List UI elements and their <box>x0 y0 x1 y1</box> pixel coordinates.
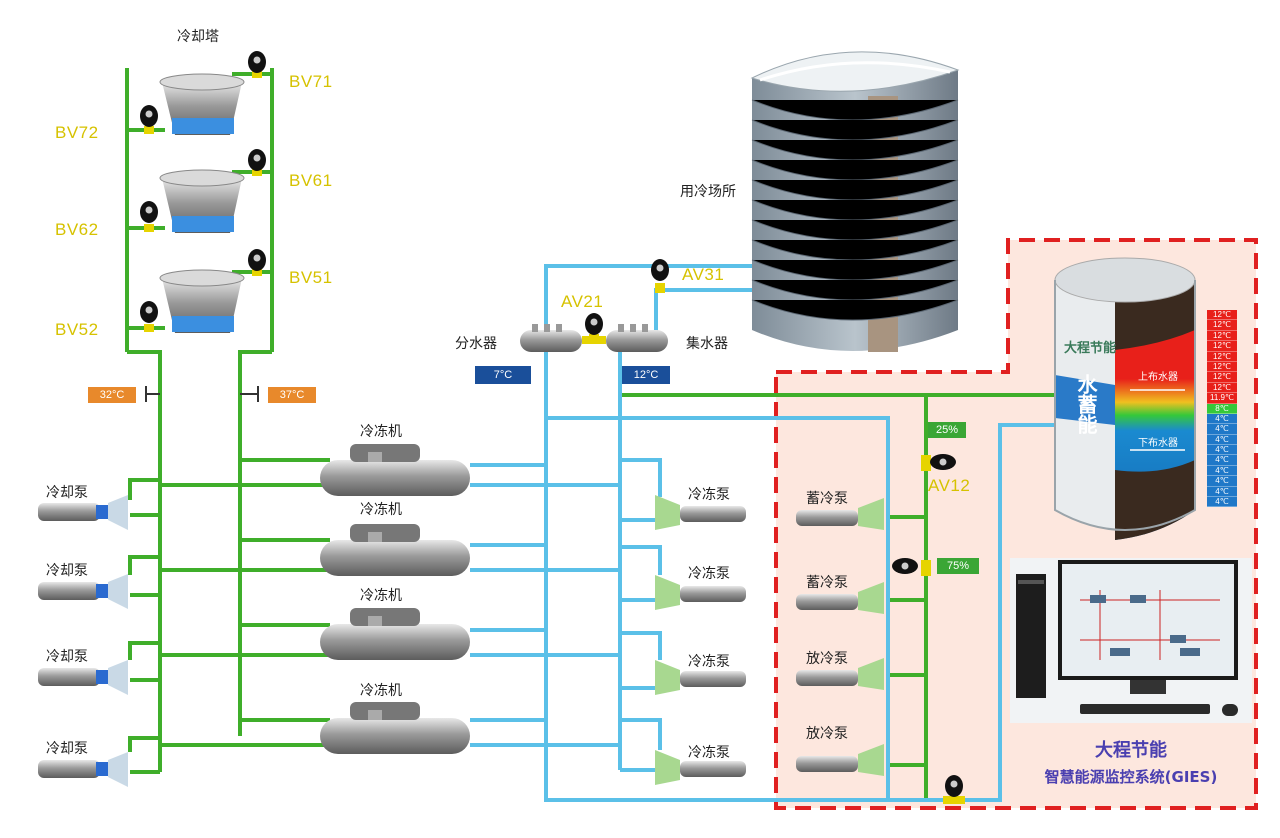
tank-temp-cell: 4℃ <box>1207 486 1237 498</box>
valve-lower-percent-tag: 75% <box>937 558 979 574</box>
chilled-pump-1 <box>655 495 746 530</box>
cooling-site-label: 用冷场所 <box>680 184 736 200</box>
supply-manifold-label: 分水器 <box>455 336 497 352</box>
valve-bv51-label: BV51 <box>289 268 333 287</box>
valve-bv71-icon <box>248 51 266 78</box>
chilled-pump-4 <box>655 750 746 785</box>
cooling-pump-1-label: 冷却泵 <box>46 485 88 501</box>
chiller-4-label: 冷冻机 <box>360 683 402 699</box>
valve-bv52-icon <box>140 301 158 332</box>
tank-temp-cell: 12℃ <box>1207 310 1237 321</box>
cw-return-temp-tag: 37°C <box>268 387 316 403</box>
tank-temp-cell: 12℃ <box>1207 382 1237 394</box>
valve-av21-label: AV21 <box>561 292 604 311</box>
chilled-pump-3-label: 冷冻泵 <box>688 654 730 670</box>
chw-return-temp-tag: 12°C <box>622 366 670 384</box>
cooling-pump-3-label: 冷却泵 <box>46 649 88 665</box>
tank-temp-cell: 12℃ <box>1207 372 1237 383</box>
upper-diffuser-label: 上布水器 <box>1138 372 1178 383</box>
valve-bv71-label: BV71 <box>289 72 333 91</box>
tank-temp-cell: 4℃ <box>1207 476 1237 487</box>
brand-company-name: 大程节能 <box>1095 740 1167 761</box>
chiller-4 <box>320 702 470 754</box>
cooling-tower-2 <box>159 169 245 233</box>
chiller-1 <box>320 444 470 496</box>
valve-av31-icon <box>651 259 669 293</box>
valve-bv61-label: BV61 <box>289 171 333 190</box>
valve-av12-icon <box>921 454 956 471</box>
storage-pump-2 <box>796 582 884 614</box>
tank-temp-cell: 8℃ <box>1207 403 1237 414</box>
chilled-pump-3 <box>655 660 746 695</box>
tank-temp-cell: 12℃ <box>1207 320 1237 331</box>
cooling-tower-1 <box>159 73 245 135</box>
discharge-pump-1-label: 放冷泵 <box>806 651 848 667</box>
cooling-pump-2-label: 冷却泵 <box>46 563 88 579</box>
tank-name-label: 水蓄能 <box>1074 374 1098 434</box>
chiller-3-label: 冷冻机 <box>360 588 402 604</box>
tank-temp-cell: 12℃ <box>1207 351 1237 362</box>
building-image <box>750 51 960 352</box>
tank-temp-cell: 12℃ <box>1207 330 1237 342</box>
tank-temp-cell: 4℃ <box>1207 434 1237 446</box>
cw-supply-temp-tag: 32°C <box>88 387 136 403</box>
return-manifold-label: 集水器 <box>686 336 728 352</box>
return-manifold <box>606 324 668 352</box>
storage-zone-border <box>774 238 1258 810</box>
valve-bv52-label: BV52 <box>55 320 99 339</box>
storage-pump-1-label: 蓄冷泵 <box>806 491 848 507</box>
chilled-pump-1-label: 冷冻泵 <box>688 487 730 503</box>
cooling-pump-1 <box>38 495 128 530</box>
tank-temp-cell: 4℃ <box>1207 455 1237 466</box>
valve-bottom-icon <box>943 775 965 804</box>
tank-temp-cell: 4℃ <box>1207 465 1237 477</box>
valve-bv51-icon <box>248 249 266 276</box>
cooling-pump-3 <box>38 660 128 695</box>
cooling-tower-3 <box>159 269 245 333</box>
valve-upper-percent-tag: 25% <box>928 422 966 438</box>
tank-temp-cell: 12℃ <box>1207 341 1237 352</box>
valve-bv61-icon <box>248 149 266 176</box>
storage-pump-1 <box>796 498 884 530</box>
valve-av12-label: AV12 <box>928 476 971 495</box>
temp-sensors <box>145 386 259 402</box>
discharge-pump-2-label: 放冷泵 <box>806 726 848 742</box>
lower-diffuser-label: 下布水器 <box>1138 438 1178 449</box>
tank-temp-cell: 4℃ <box>1207 424 1237 435</box>
discharge-pump-1 <box>796 658 884 690</box>
supply-manifold <box>520 324 582 352</box>
cooling-tower-label: 冷却塔 <box>177 29 219 45</box>
valve-bv72-icon <box>140 105 158 134</box>
cooling-pump-4-label: 冷却泵 <box>46 741 88 757</box>
valve-bv62-icon <box>140 201 158 232</box>
chw-supply-temp-tag: 7°C <box>475 366 531 384</box>
monitoring-computer-image <box>1010 558 1252 723</box>
valve-av31-label: AV31 <box>682 265 725 284</box>
valve-bv62-label: BV62 <box>55 220 99 239</box>
discharge-pump-2 <box>796 744 884 776</box>
brand-system-name: 智慧能源监控系统(GIES) <box>1044 768 1218 786</box>
chiller-2-label: 冷冻机 <box>360 502 402 518</box>
chiller-3 <box>320 608 470 660</box>
tank-temp-cell: 12℃ <box>1207 361 1237 373</box>
chiller-2 <box>320 524 470 576</box>
tank-temp-cell: 11.9℃ <box>1207 393 1237 404</box>
tank-temp-cell: 4℃ <box>1207 445 1237 456</box>
storage-tank <box>1054 257 1196 540</box>
valve-mid-icon <box>892 558 931 576</box>
storage-pump-2-label: 蓄冷泵 <box>806 575 848 591</box>
chiller-1-label: 冷冻机 <box>360 424 402 440</box>
tank-temp-cell: 4℃ <box>1207 413 1237 425</box>
chilled-pump-2-label: 冷冻泵 <box>688 566 730 582</box>
chilled-pump-4-label: 冷冻泵 <box>688 745 730 761</box>
cooling-pump-2 <box>38 574 128 609</box>
chilled-water-pipes <box>470 264 1060 802</box>
cooling-pump-4 <box>38 752 128 787</box>
valve-bv72-label: BV72 <box>55 123 99 142</box>
tank-temp-cell: 4℃ <box>1207 497 1237 508</box>
tank-logo-text: 大程节能 <box>1064 341 1117 356</box>
chilled-pump-2 <box>655 575 746 610</box>
